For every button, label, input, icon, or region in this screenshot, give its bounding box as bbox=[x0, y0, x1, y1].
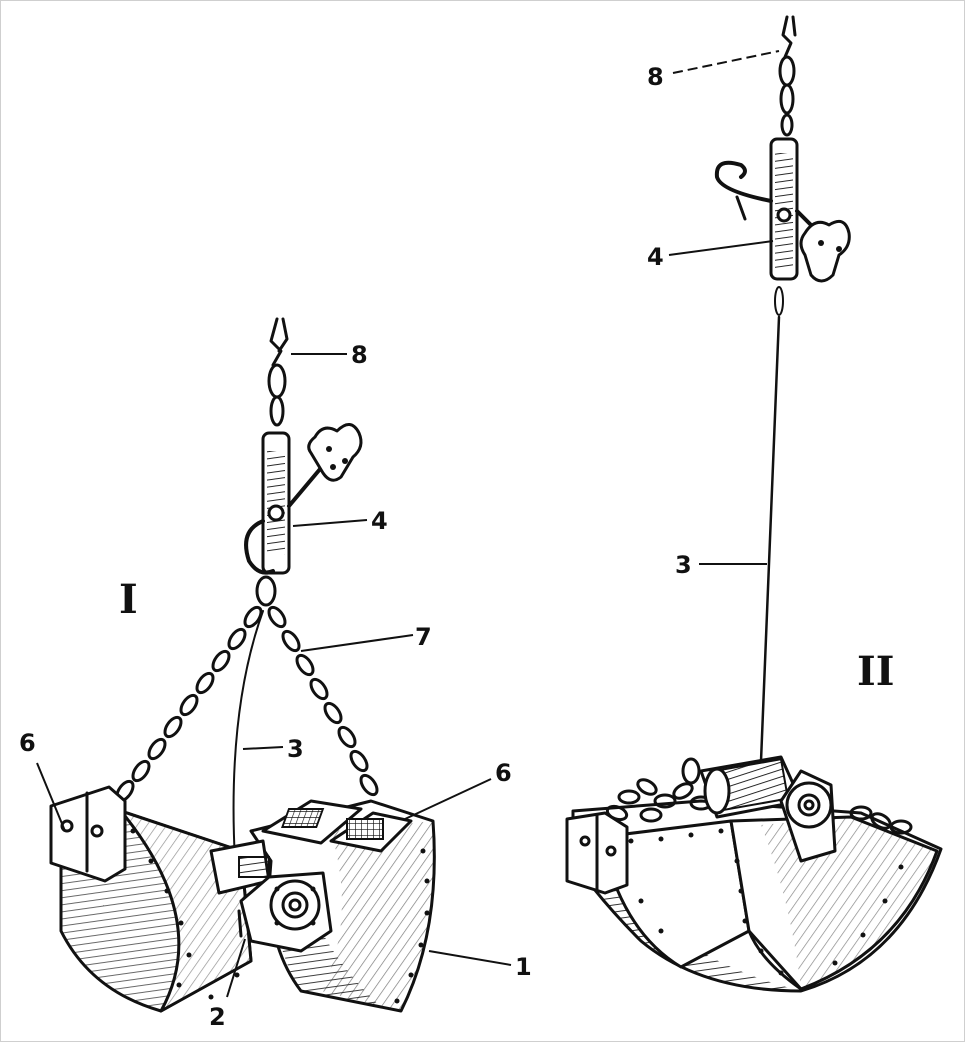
figure-ii-release-hook bbox=[714, 160, 773, 203]
figure-ii-numeral: II bbox=[857, 648, 894, 695]
callout-8-left: 8 bbox=[351, 341, 368, 369]
figure-i-chains bbox=[115, 605, 379, 803]
figure-i-shackle-link bbox=[267, 363, 287, 399]
figure-i-shackle-link bbox=[269, 395, 285, 427]
callout-4-right: 4 bbox=[647, 243, 664, 271]
figure-ii-trip-plate bbox=[799, 219, 851, 283]
figure-ii-hinge-barrel bbox=[699, 755, 837, 863]
figure-i-open-grab: I 8 4 7 3 6 6 1 2 bbox=[19, 317, 532, 1031]
callout-7-left: 7 bbox=[415, 623, 432, 651]
callout-6-left-lug: 6 bbox=[19, 729, 36, 757]
figure-i-numeral: I bbox=[119, 576, 138, 623]
figure-i-trip-plate bbox=[307, 423, 363, 482]
figure-i-top-hook bbox=[269, 317, 289, 367]
figure-ii-top-hook bbox=[781, 15, 797, 59]
figure-ii-bucket-shell bbox=[565, 799, 943, 993]
callout-6-right-lug: 6 bbox=[495, 759, 512, 787]
callout-3-right: 3 bbox=[675, 551, 692, 579]
callout-8-right: 8 bbox=[647, 63, 664, 91]
callout-1-left: 1 bbox=[515, 953, 532, 981]
figure-i-hinge-hub bbox=[209, 839, 333, 953]
figure-i-right-shell bbox=[249, 799, 436, 1013]
figure-i-cable bbox=[232, 610, 264, 862]
callout-3-left: 3 bbox=[287, 735, 304, 763]
figure-ii-closed-grab: II 8 4 3 bbox=[565, 15, 943, 993]
figure-ii-cable bbox=[759, 315, 781, 763]
callout-2-left: 2 bbox=[209, 1003, 226, 1031]
callout-4-left: 4 bbox=[371, 507, 388, 535]
figure-i-counterweight-lug-left bbox=[49, 785, 127, 883]
figure-ii-chain-pile bbox=[605, 757, 913, 835]
